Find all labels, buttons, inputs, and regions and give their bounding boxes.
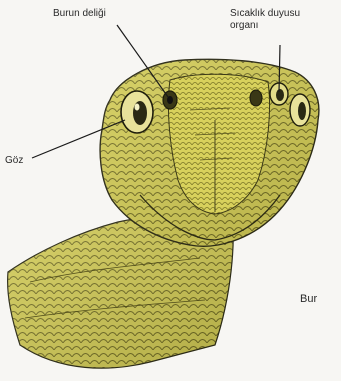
label-heat-sensor-line1: Sıcaklık duyusu [230, 8, 300, 20]
nostril-right [250, 90, 262, 106]
label-nostril: Burun deliği [53, 8, 106, 20]
label-heat-sensor-line2: organı [230, 20, 300, 32]
label-cut-text: Bur [300, 293, 317, 305]
label-eye: Göz [5, 155, 23, 167]
label-heat-sensor: Sıcaklık duyusu organı [230, 8, 300, 32]
